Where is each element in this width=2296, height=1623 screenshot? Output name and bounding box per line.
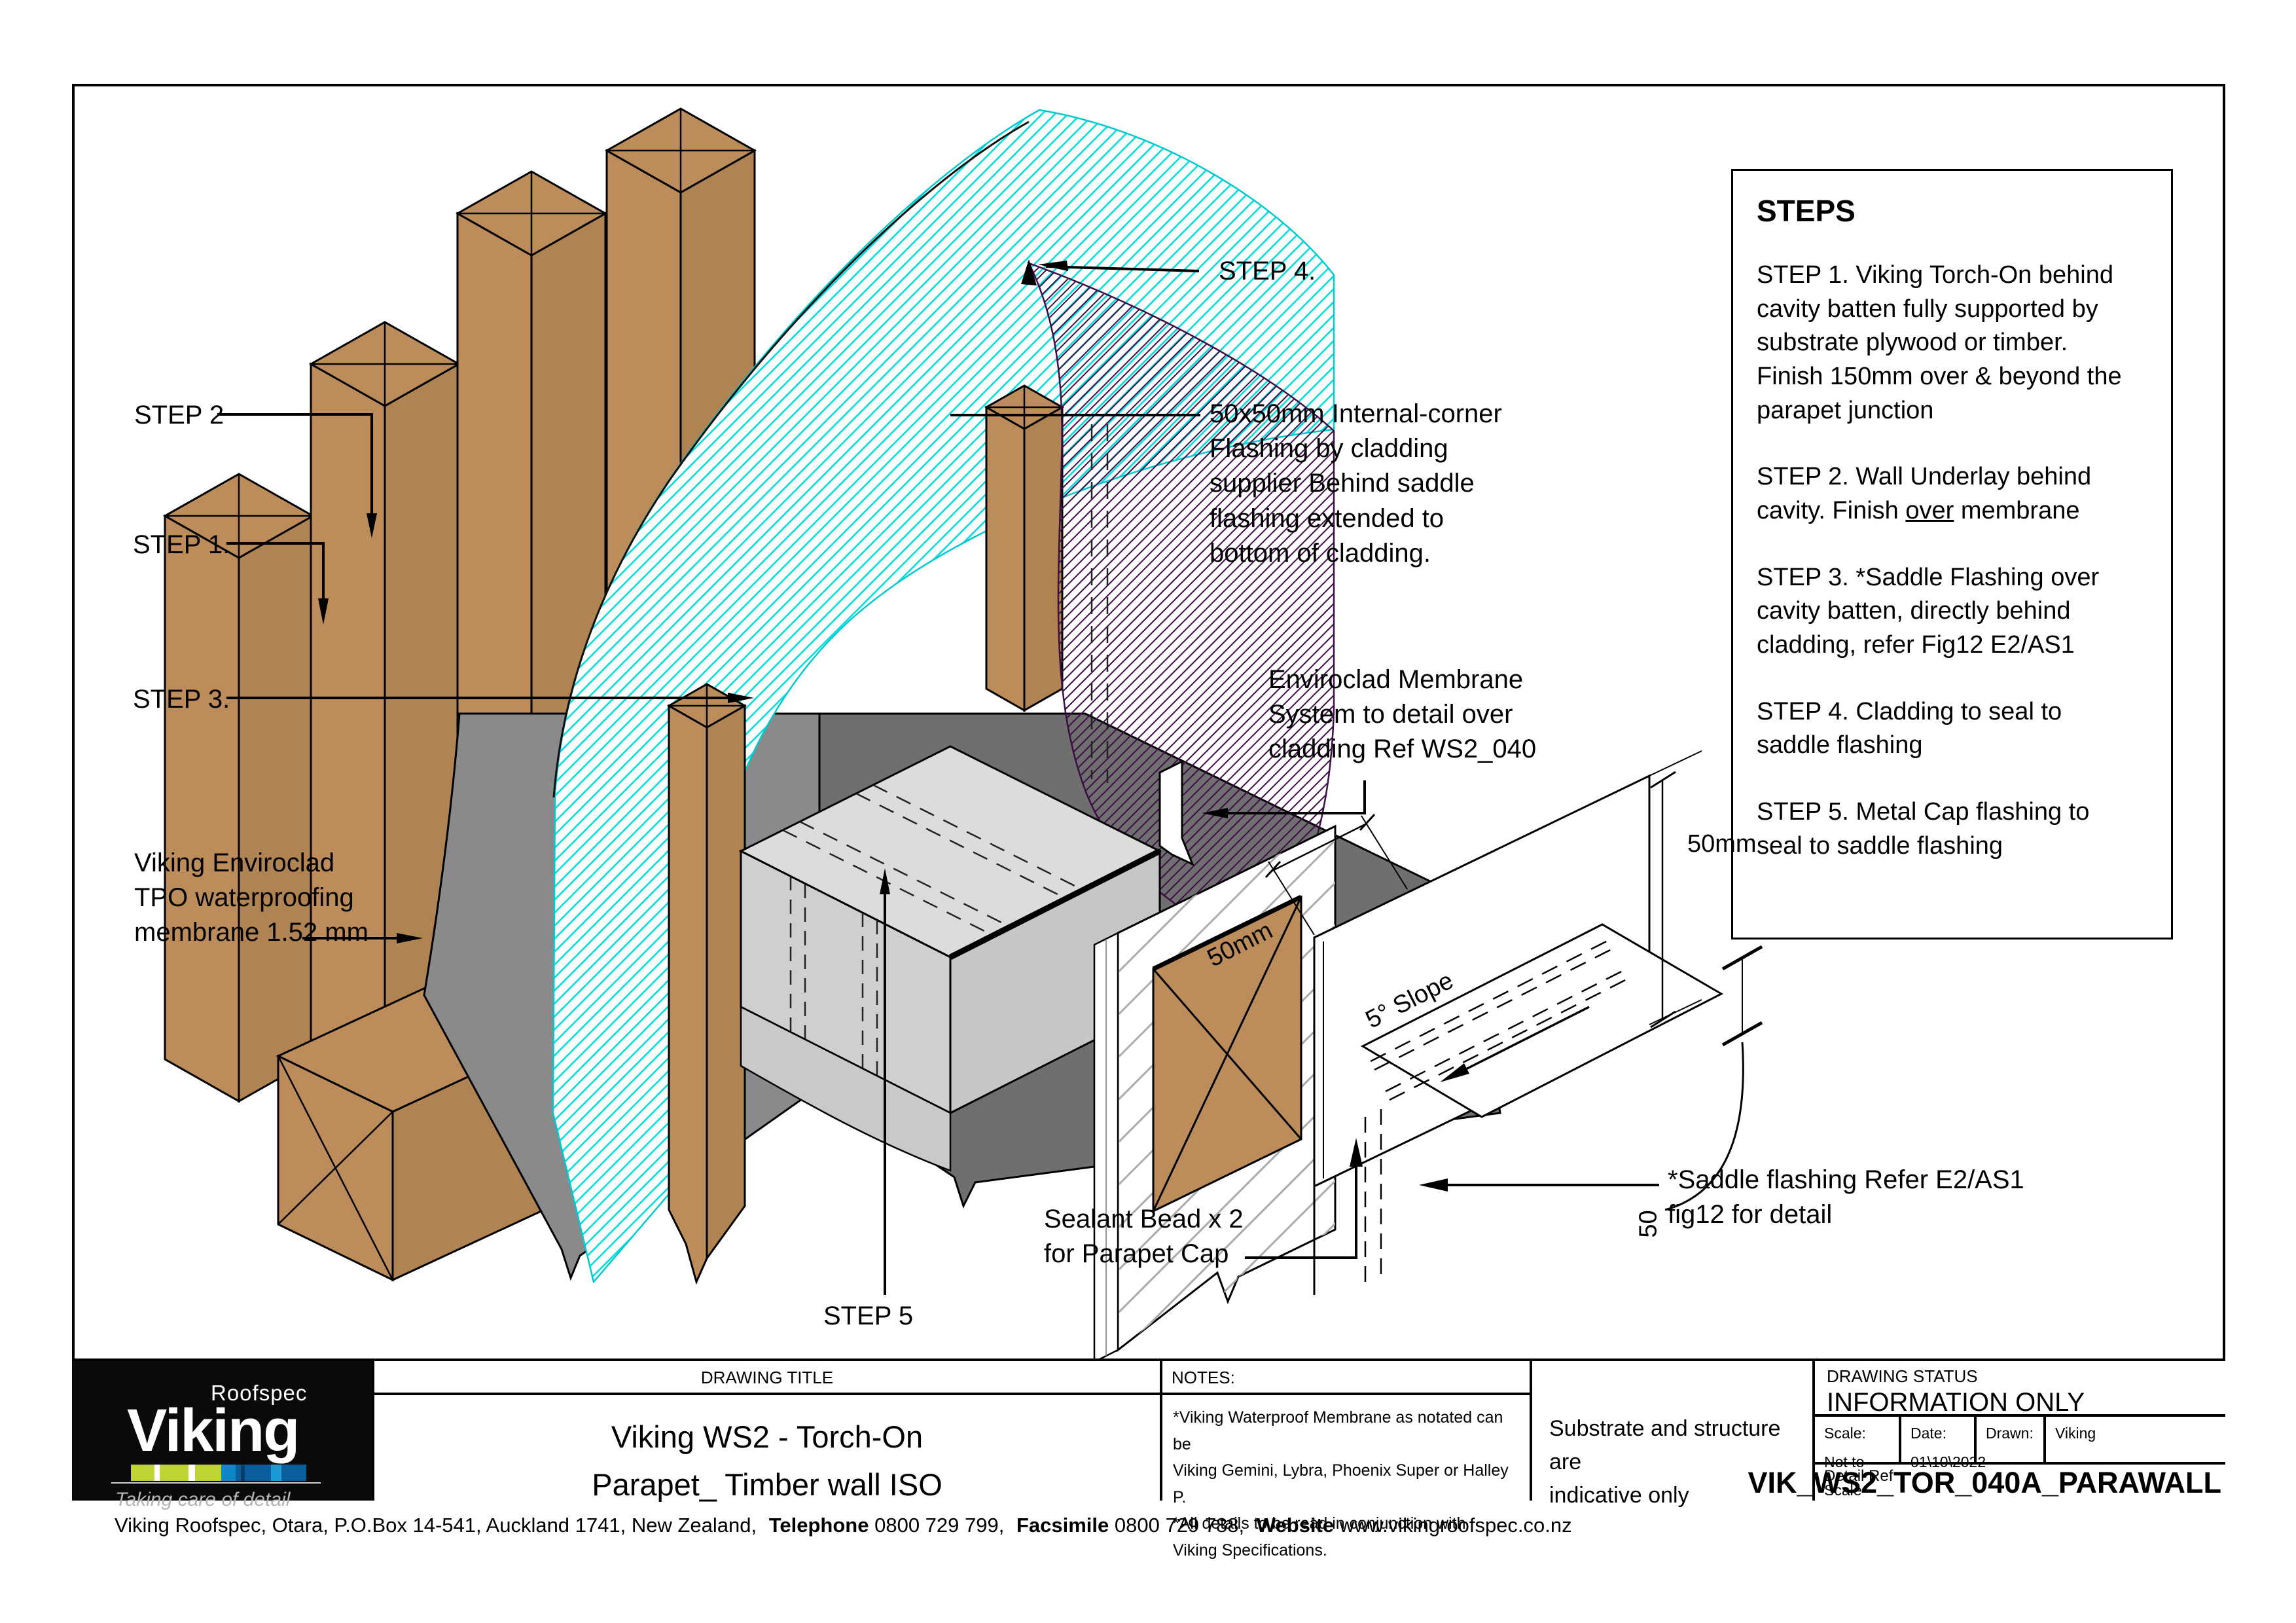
step2-callout: STEP 2 [134, 401, 224, 429]
steps-step3: STEP 3. *Saddle Flashing over cavity bat… [1757, 563, 2100, 659]
notes-header: NOTES: [1162, 1361, 1530, 1395]
drawing-status-cell: DRAWING STATUS INFORMATION ONLY Scale: No… [1748, 1359, 2225, 1501]
dim-50-depth: 50 [1634, 1210, 1662, 1238]
drawing-title-header: DRAWING TITLE [374, 1361, 1160, 1395]
notes-cell: NOTES: *Viking Waterproof Membrane as no… [1160, 1359, 1530, 1559]
steps-step2-pre: STEP 2. Wall Underlay behind cavity. Fin… [1757, 463, 2092, 525]
detail-ref-label: Detail Ref [1824, 1467, 1893, 1485]
cap-drip-edge [1158, 759, 1194, 866]
logo-color-bar [131, 1465, 306, 1481]
drawn-label: Drawn: [1986, 1425, 2034, 1442]
scale-value: Not to Scale [1824, 1453, 1865, 1499]
logo-cell: Roofspec Viking Taking care of detail [72, 1359, 372, 1510]
drawn-by-cell: Viking [2043, 1417, 2225, 1462]
status-row: DRAWING STATUS INFORMATION ONLY [1815, 1361, 2225, 1417]
date-value: 01\10\2022 [1910, 1453, 1986, 1470]
substrate-note: Substrate and structure are indicative o… [1549, 1416, 1781, 1508]
viking-logo: Roofspec Viking Taking care of detail [72, 1361, 372, 1511]
drawing-status-header: DRAWING STATUS [1827, 1366, 1978, 1386]
footer-address: Viking Roofspec, Otara, P.O.Box 14-541, … [115, 1514, 757, 1537]
sealant-callout: Sealant Bead x 2 for Parapet Cap [1044, 1205, 1244, 1269]
saddle-ref-callout: *Saddle flashing Refer E2/AS1 fig12 for … [1668, 1165, 2024, 1230]
date-cell: Date: 01\10\2022 [1899, 1417, 1986, 1470]
logo-roofspec: Roofspec [211, 1381, 308, 1405]
footer-website-label: Website [1256, 1514, 1335, 1537]
cavity-batten-upper [984, 384, 1065, 712]
steps-step2: STEP 2. Wall Underlay behind cavity. Fin… [1757, 460, 2147, 528]
drawing-title-cell: DRAWING TITLE Viking WS2 - Torch-On Para… [372, 1359, 1160, 1502]
steps-step5: STEP 5. Metal Cap flashing to seal to sa… [1757, 798, 2090, 860]
steps-step2-underlined: over [1905, 497, 1954, 525]
scale-cell: Scale: Not to Scale [1815, 1417, 1899, 1499]
saddle-apex-tip [1021, 259, 1037, 285]
footer-phone-label: Telephone [768, 1514, 869, 1537]
dim-50mm-right: 50mm [1687, 830, 1757, 858]
scale-date-drawn-row: Scale: Not to Scale Date: 01\10\2022 Drawn… [1815, 1417, 2225, 1499]
internal-corner-callout: 50x50mm Internal-corner Flashing by clad… [1210, 399, 1502, 568]
parapet-cap [738, 745, 1194, 1172]
steps-step2-post: membrane [1954, 497, 2080, 525]
detail-ref-value: VIK_WS2_TOR_040A_PARAWALL [1748, 1466, 2221, 1499]
step1-callout: STEP 1. [133, 530, 230, 559]
steps-title: STEPS [1757, 194, 1856, 228]
steps-step1: STEP 1. Viking Torch-On behind cavity ba… [1757, 261, 2122, 424]
footer-phone: 0800 729 799, [874, 1514, 1005, 1537]
substrate-cell: Substrate and structure are indicative o… [1530, 1359, 1812, 1508]
drawn-cell: Drawn: [1974, 1417, 2043, 1462]
logo-tagline: Taking care of detail [115, 1489, 291, 1510]
leader-lines [217, 261, 1659, 1295]
date-label: Date: [1910, 1425, 1946, 1442]
step4-callout: STEP 4. [1219, 257, 1316, 285]
step5-callout: STEP 5 [823, 1302, 914, 1330]
scale-label: Scale: [1824, 1425, 1866, 1442]
footer-contact-line: Viking Roofspec, Otara, P.O.Box 14-541, … [115, 1514, 1579, 1537]
footer-website: www.vikingroofspec.co.nz [1339, 1514, 1572, 1537]
slope-arrowhead [1440, 1063, 1469, 1082]
membrane-apron [740, 1005, 952, 1172]
logo-brand: Viking [127, 1397, 300, 1464]
drawn-value: Viking [2055, 1425, 2096, 1442]
drawing-status-value: INFORMATION ONLY [1827, 1388, 2085, 1417]
logo-divider [111, 1482, 321, 1484]
steps-step4: STEP 4. Cladding to seal to saddle flash… [1757, 697, 2062, 759]
notes-text: *Viking Waterproof Membrane as notated c… [1173, 1408, 1509, 1559]
slope-arrow-line [1454, 1006, 1590, 1076]
steps-panel: STEPS STEP 1. Viking Torch-On behind cav… [1731, 169, 2173, 939]
footer-fax: 0800 729 788, [1114, 1514, 1245, 1537]
cap-seal-edge [948, 848, 1162, 960]
enviroclad-callout: Enviroclad Membrane System to detail ove… [1268, 665, 1537, 764]
membrane-callout: Viking Enviroclad TPO waterproofing memb… [134, 848, 368, 947]
step3-callout: STEP 3. [133, 685, 230, 714]
torch-on-membrane-edge [552, 120, 1030, 798]
saddle-detail-diagram [1265, 750, 1763, 1295]
cladding-panel [1093, 824, 1336, 1364]
detail-ref-row: Detail Ref VIK_WS2_TOR_040A_PARAWALL [1748, 1465, 2225, 1501]
footer-fax-label: Facsimile [1016, 1514, 1109, 1537]
drawing-title: Viking WS2 - Torch-On Parapet_ Timber wa… [592, 1419, 942, 1502]
cavity-batten-front [666, 683, 747, 1285]
